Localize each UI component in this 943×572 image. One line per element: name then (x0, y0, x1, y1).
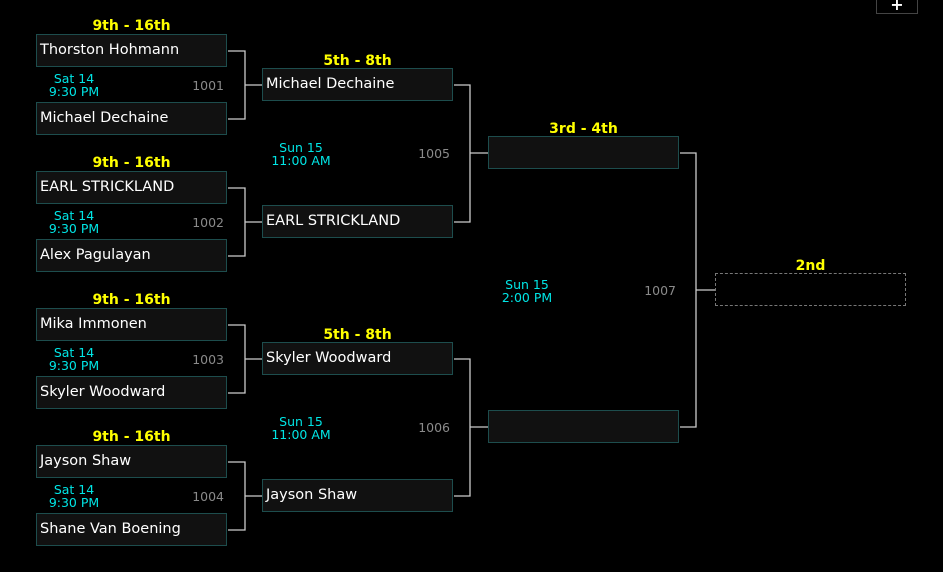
player-slot[interactable]: Michael Dechaine (262, 68, 453, 101)
player-slot[interactable]: EARL STRICKLAND (262, 205, 453, 238)
match-time: 9:30 PM (48, 221, 100, 236)
player-slot[interactable]: Jayson Shaw (262, 479, 453, 512)
player-slot-empty[interactable] (488, 410, 679, 443)
final-slot-empty[interactable] (715, 273, 906, 306)
match-day: Sun 15 (505, 277, 549, 292)
match-heading: 5th - 8th (323, 53, 392, 69)
add-button[interactable]: + (876, 0, 918, 14)
match-heading: 9th - 16th (92, 429, 171, 445)
match-time: 11:00 AM (271, 427, 331, 442)
player-slot[interactable]: Alex Pagulayan (36, 239, 227, 272)
match-time: 9:30 PM (48, 495, 100, 510)
match-day: Sat 14 (53, 345, 95, 360)
match-heading: 9th - 16th (92, 18, 171, 34)
match-heading: 2nd (795, 258, 826, 274)
player-slot[interactable]: Skyler Woodward (262, 342, 453, 375)
player-slot-empty[interactable] (488, 136, 679, 169)
match-number: 1007 (644, 283, 676, 298)
player-slot[interactable]: Michael Dechaine (36, 102, 227, 135)
match-day: Sun 15 (279, 414, 323, 429)
player-slot[interactable]: Shane Van Boening (36, 513, 227, 546)
match-day: Sat 14 (53, 208, 95, 223)
match-heading: 9th - 16th (92, 292, 171, 308)
player-slot[interactable]: Skyler Woodward (36, 376, 227, 409)
match-time: 2:00 PM (501, 290, 553, 305)
match-day: Sun 15 (279, 140, 323, 155)
player-slot[interactable]: EARL STRICKLAND (36, 171, 227, 204)
match-number: 1002 (192, 215, 224, 230)
match-number: 1001 (192, 78, 224, 93)
match-heading: 9th - 16th (92, 155, 171, 171)
match-heading: 3rd - 4th (549, 121, 618, 137)
match-day: Sat 14 (53, 482, 95, 497)
match-number: 1003 (192, 352, 224, 367)
match-number: 1004 (192, 489, 224, 504)
match-heading: 5th - 8th (323, 327, 392, 343)
match-day: Sat 14 (53, 71, 95, 86)
player-slot[interactable]: Jayson Shaw (36, 445, 227, 478)
player-slot[interactable]: Thorston Hohmann (36, 34, 227, 67)
match-time: 9:30 PM (48, 84, 100, 99)
match-time: 9:30 PM (48, 358, 100, 373)
match-time: 11:00 AM (271, 153, 331, 168)
match-number: 1005 (418, 146, 450, 161)
match-number: 1006 (418, 420, 450, 435)
player-slot[interactable]: Mika Immonen (36, 308, 227, 341)
